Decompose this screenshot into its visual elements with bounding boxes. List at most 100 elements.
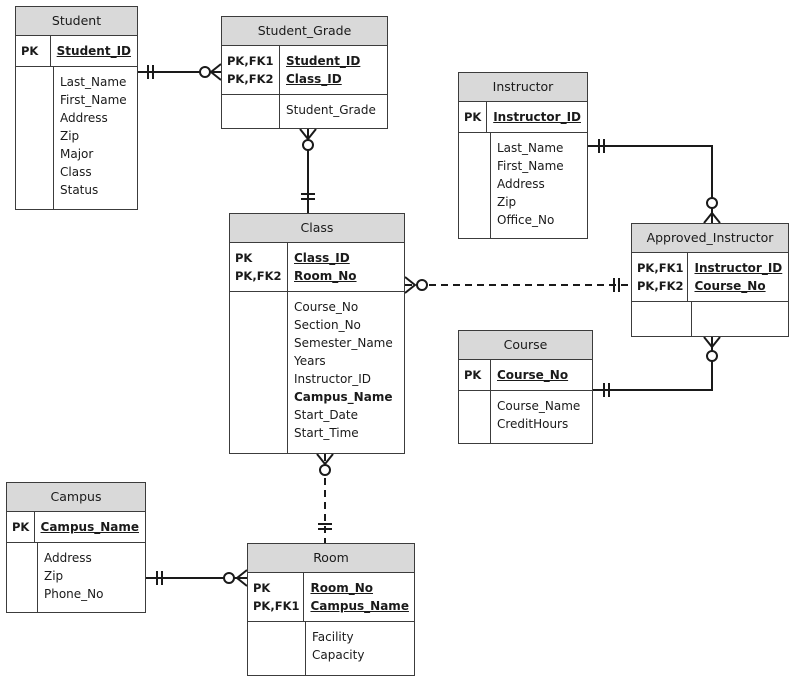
primary-key-field: Student_ID — [56, 44, 131, 58]
crowfoot-symbol — [703, 211, 721, 224]
entity-attribute: Course_No — [294, 300, 359, 314]
entity-title: Campus — [7, 483, 145, 512]
zero-circle-symbol — [416, 279, 428, 291]
zero-circle-symbol — [706, 350, 718, 362]
entity-title: Class — [230, 214, 404, 243]
attribute-column — [692, 302, 704, 336]
entity-attribute: Section_No — [294, 318, 361, 332]
attribute-key-column — [248, 622, 306, 675]
zero-circle-symbol — [199, 66, 211, 78]
attribute-key-column — [222, 95, 280, 128]
crowfoot-symbol — [235, 569, 248, 587]
key-label: PK,FK2 — [235, 269, 282, 283]
entity-attribute: Address — [44, 551, 92, 565]
entity-attribute: Course_Name — [497, 399, 581, 413]
entity-attribute: Instructor_ID — [294, 372, 371, 386]
primary-key-field: Instructor_ID — [694, 261, 783, 275]
primary-key-section: PK Course_No — [459, 360, 592, 391]
entity-title: Course — [459, 331, 592, 360]
entity-title: Student — [16, 7, 137, 36]
entity-attribute: Start_Time — [294, 426, 359, 440]
crowfoot-symbol — [703, 336, 721, 349]
entity-attribute: Office_No — [497, 213, 555, 227]
primary-key-field: Room_No — [294, 269, 357, 283]
entity-attribute: CreditHours — [497, 417, 569, 431]
primary-key-section: PK Instructor_ID — [459, 102, 587, 133]
entity-attribute: Semester_Name — [294, 336, 393, 350]
primary-key-field: Campus_Name — [310, 599, 409, 613]
attribute-key-column — [7, 543, 38, 612]
entity-attribute: Phone_No — [44, 587, 104, 601]
attribute-section — [632, 302, 788, 336]
key-field-column: Instructor_ID Course_No — [688, 253, 788, 301]
key-label: PK — [253, 581, 271, 595]
entity-attribute: First_Name — [497, 159, 564, 173]
entity-attribute: Zip — [44, 569, 64, 583]
entity-title: Instructor — [459, 73, 587, 102]
key-label: PK,FK2 — [227, 72, 274, 86]
attribute-key-column — [459, 133, 491, 238]
attribute-key-column — [632, 302, 692, 336]
entity-attribute: Capacity — [312, 648, 365, 662]
attribute-key-column — [459, 391, 491, 443]
key-label-column: PK PK,FK1 — [248, 573, 305, 621]
primary-key-field: Student_ID — [286, 54, 361, 68]
entity-attribute: Class — [60, 165, 92, 179]
primary-key-field: Course_No — [694, 279, 766, 293]
primary-key-section: PK Campus_Name — [7, 512, 145, 543]
attribute-key-column — [16, 67, 54, 209]
key-field-column: Course_No — [491, 360, 574, 390]
key-label: PK — [464, 368, 482, 382]
key-label: PK — [12, 520, 30, 534]
primary-key-field: Class_ID — [286, 72, 342, 86]
rel-course-approvedinstructor — [593, 337, 713, 391]
primary-key-field: Campus_Name — [40, 520, 139, 534]
key-field-column: Student_ID Class_ID — [280, 46, 366, 94]
primary-key-field: Room_No — [310, 581, 374, 595]
entity-attribute: Address — [497, 177, 545, 191]
entity-attribute: Facility — [312, 630, 354, 644]
entity-attribute: Major — [60, 147, 94, 161]
entity-attribute: Start_Date — [294, 408, 358, 422]
entity-attribute: Campus_Name — [294, 390, 393, 404]
primary-key-field: Course_No — [497, 368, 569, 382]
crowfoot-symbol — [404, 276, 417, 294]
key-label-column: PK — [459, 102, 488, 132]
entity-attribute: First_Name — [60, 93, 127, 107]
key-label: PK — [21, 44, 39, 58]
key-label-column: PK — [459, 360, 491, 390]
key-label: PK,FK1 — [253, 599, 300, 613]
key-label: PK,FK2 — [637, 279, 684, 293]
key-label-column: PK — [7, 512, 35, 542]
primary-key-section: PK Student_ID — [16, 36, 137, 67]
zero-circle-symbol — [319, 464, 331, 476]
entity-attribute: Last_Name — [60, 75, 127, 89]
attribute-section: Student_Grade — [222, 95, 387, 128]
primary-key-field: Instructor_ID — [493, 110, 581, 124]
entity-title: Approved_Instructor — [632, 224, 788, 253]
entity-attribute: Last_Name — [497, 141, 564, 155]
key-label: PK,FK1 — [637, 261, 684, 275]
key-field-column: Campus_Name — [35, 512, 145, 542]
entity-title: Room — [248, 544, 414, 573]
